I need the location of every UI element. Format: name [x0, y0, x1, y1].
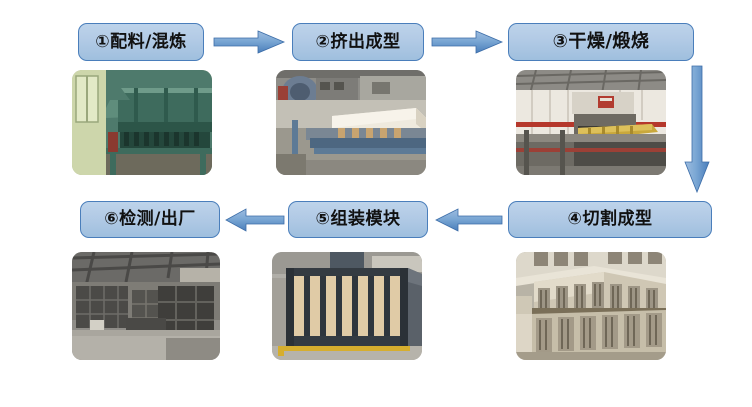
arrow-step1-to-step2 — [213, 30, 286, 54]
arrow-step5-to-step6 — [225, 208, 285, 232]
arrow-step3-to-step4 — [684, 65, 710, 194]
photo-step-1 — [72, 70, 212, 175]
step-box-1[interactable]: ①配料/混炼 — [78, 23, 204, 61]
photo-step-6 — [72, 252, 220, 360]
photo-step-6-image — [72, 252, 220, 360]
photo-step-3 — [516, 70, 666, 175]
step-box-4[interactable]: ④切割成型 — [508, 201, 712, 238]
photo-step-3-image — [516, 70, 666, 175]
step-box-1-label: ①配料/混炼 — [95, 31, 187, 52]
arrow-step2-to-step3 — [431, 30, 504, 54]
photo-step-5 — [272, 252, 422, 360]
photo-step-5-image — [272, 252, 422, 360]
step-box-2-label: ②挤出成型 — [315, 31, 401, 52]
step-box-5-label: ⑤组装模块 — [315, 209, 401, 229]
step-box-5[interactable]: ⑤组装模块 — [288, 201, 428, 238]
step-box-6[interactable]: ⑥检测/出厂 — [80, 201, 220, 238]
photo-step-4-image — [516, 252, 666, 360]
photo-step-2-image — [276, 70, 426, 175]
step-box-3-label: ③干燥/煅烧 — [552, 31, 650, 52]
step-box-2[interactable]: ②挤出成型 — [292, 23, 424, 61]
photo-step-1-image — [72, 70, 212, 175]
step-box-6-label: ⑥检测/出厂 — [104, 209, 196, 229]
photo-step-2 — [276, 70, 426, 175]
step-box-4-label: ④切割成型 — [567, 209, 653, 229]
step-box-3[interactable]: ③干燥/煅烧 — [508, 23, 694, 61]
photo-step-4 — [516, 252, 666, 360]
arrow-step4-to-step5 — [435, 208, 503, 232]
